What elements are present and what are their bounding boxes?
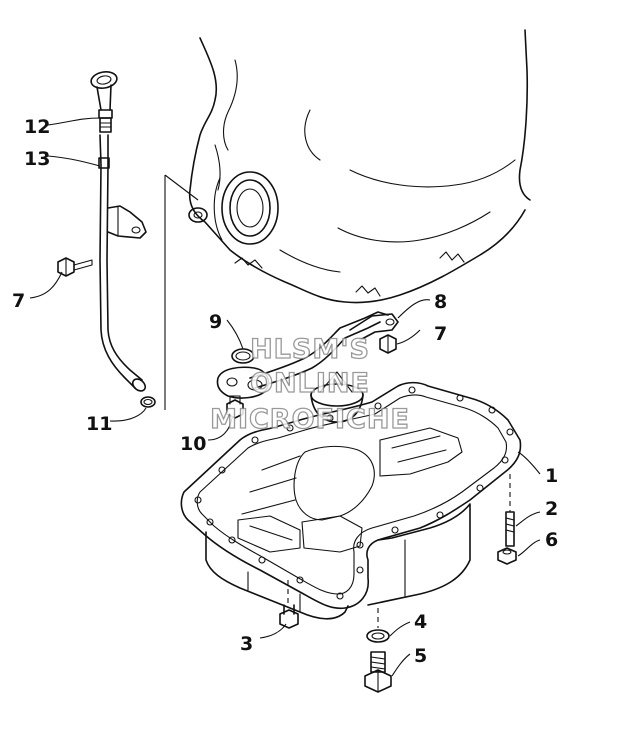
watermark-line-2: ONLINE [250, 368, 370, 399]
bolt-10 [226, 395, 244, 419]
callout-13: 13 [24, 148, 50, 170]
oil-dipstick [90, 71, 118, 133]
callout-8: 8 [434, 291, 447, 313]
callout-7-left: 7 [12, 290, 25, 312]
callout-9: 9 [209, 311, 222, 333]
bolt-7-left [57, 257, 93, 277]
leader-lines [29, 117, 541, 677]
engine-block-outline [188, 29, 531, 304]
stud-bolt-2 [505, 474, 515, 547]
oil-strainer-assembly [216, 311, 399, 423]
callout-1: 1 [545, 465, 558, 487]
callout-3: 3 [240, 633, 253, 655]
callout-7-right: 7 [434, 323, 447, 345]
bolt-7-right [379, 334, 397, 354]
washer-4 [366, 608, 390, 643]
watermark-line-1: HLSM'S [250, 334, 370, 365]
drain-plug-5 [364, 651, 392, 693]
o-ring-11 [140, 396, 156, 408]
watermark-line-3: MICROFICHE [210, 404, 410, 435]
callout-4: 4 [414, 611, 427, 633]
bolt-3 [279, 580, 299, 629]
dipstick-guide-tube [98, 134, 147, 392]
watermark: HLSM'S ONLINE MICROFICHE [209, 333, 410, 435]
callout-5: 5 [414, 645, 427, 667]
callout-labels: 1 2 3 4 5 6 7 7 8 9 10 11 12 13 [12, 116, 558, 667]
callout-2: 2 [545, 498, 558, 520]
callout-6: 6 [545, 529, 558, 551]
oil-pan [180, 381, 522, 620]
callout-11: 11 [86, 413, 112, 435]
callout-10: 10 [180, 433, 206, 455]
dipstick-guide-line [164, 174, 199, 410]
pan-bolt-holes [194, 386, 514, 600]
nut-6 [497, 547, 517, 565]
callout-12: 12 [24, 116, 50, 138]
